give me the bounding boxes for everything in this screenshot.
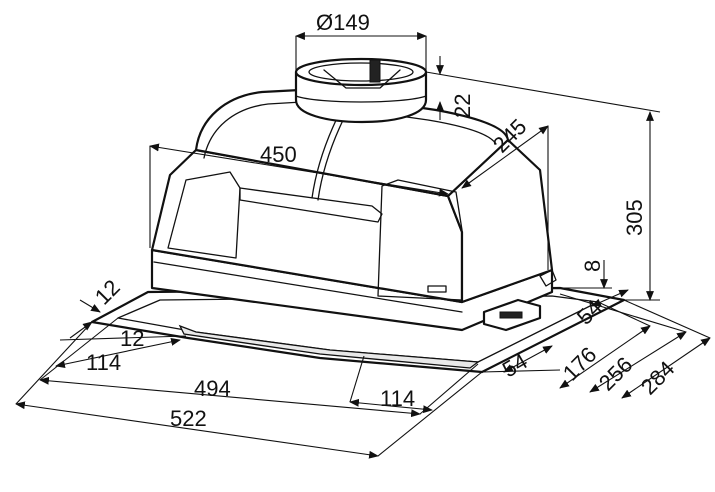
dim-collar-height: 22 [450, 94, 475, 118]
dim-depth-256: 256 [594, 352, 638, 396]
dim-left-inset-a: 12 [90, 275, 125, 310]
dimension-lines [15, 32, 711, 459]
dim-frame-thickness: 8 [580, 260, 605, 272]
bracket-slot [499, 311, 523, 319]
dim-depth-284: 284 [636, 356, 680, 400]
front-recess-center [239, 187, 383, 223]
dim-width-522: 522 [170, 406, 207, 431]
dim-body-width: 450 [260, 142, 297, 167]
hood-body [90, 57, 626, 374]
dim-outlet-diameter: Ø149 [316, 10, 370, 35]
dim-left-114: 114 [86, 350, 121, 375]
outlet-collar [294, 57, 428, 124]
right-clip [539, 269, 557, 287]
knob [427, 285, 447, 293]
dim-width-494: 494 [194, 376, 231, 401]
dim-left-inset-b: 12 [120, 326, 144, 351]
filter-strip [178, 324, 480, 369]
dim-total-height: 305 [622, 199, 647, 236]
dim-right-114: 114 [380, 386, 415, 411]
front-band [153, 261, 463, 313]
